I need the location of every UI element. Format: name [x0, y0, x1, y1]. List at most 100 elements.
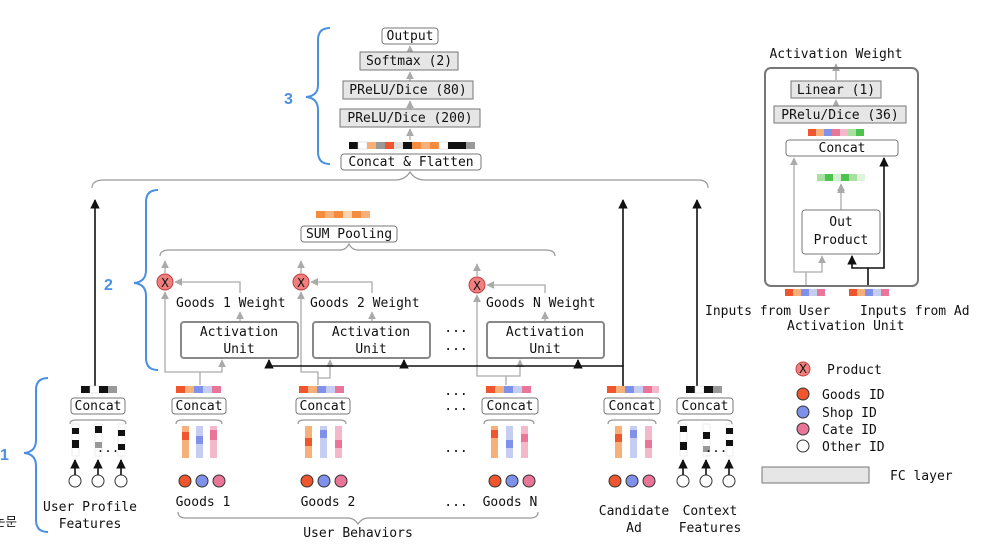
- inputs-ad-strip: [849, 289, 889, 296]
- activation-unit-n-label-a: Activation: [506, 325, 584, 340]
- sum-pooling-box: [300, 225, 398, 243]
- activation-unit-n: [486, 321, 605, 359]
- legend-goods-id-label: Goods ID: [822, 388, 885, 403]
- brace-1: [23, 377, 49, 533]
- goods-1-embeddings: [182, 426, 217, 458]
- context-id-3: [722, 474, 736, 488]
- section-2-middle: 2 SUM Pooling X X X Goods 1 Weight Goods…: [90, 189, 702, 386]
- brace-3: [305, 27, 331, 165]
- context-id-1: [676, 474, 690, 488]
- legend-shop-id-label: Shop ID: [822, 406, 877, 421]
- cutoff-text: 논문: [0, 514, 17, 529]
- goods-1-label: Goods 1: [176, 495, 231, 510]
- goods-1-shop-id: [195, 474, 209, 488]
- user-profile-strip: [81, 385, 117, 394]
- activation-unit-detail: Activation Weight Linear (1) PRelu/Dice …: [705, 47, 970, 334]
- candidate-ad-label-1: Candidate: [599, 504, 670, 519]
- activation-unit-n-label-b: Unit: [529, 342, 560, 357]
- activation-concat-box: [785, 139, 899, 157]
- legend: X Product Goods ID Shop ID Cate ID Other…: [761, 361, 953, 484]
- goods-1-concat-box: [171, 397, 227, 415]
- user-behaviors-label: User Behaviors: [303, 526, 413, 541]
- goods-2-concat-box: [295, 397, 351, 415]
- bottom-ellipsis-2: ...: [444, 399, 467, 414]
- goods-n-concat-strip: [486, 386, 531, 393]
- candidate-ad-embeddings: [615, 426, 652, 458]
- prelu-36-layer: [773, 105, 907, 124]
- goods-2-concat-strip: [299, 386, 344, 393]
- user-profile-label-2: Features: [59, 517, 122, 532]
- activation-concat-strip: [808, 129, 864, 136]
- product-icon-n: [468, 276, 486, 294]
- user-profile-label-1: User Profile: [43, 500, 137, 515]
- section-number-2: 2: [104, 277, 113, 294]
- user-profile-concat-label: Concat: [75, 399, 122, 414]
- user-profile-id-2: [91, 474, 105, 488]
- sum-pooling-output-strip: [316, 211, 370, 218]
- bottom-ellipsis-4: ...: [444, 495, 467, 510]
- legend-goods-id-icon: [796, 387, 810, 401]
- context-concat-box: [676, 397, 734, 415]
- prelu-80-label: PReLU/Dice (80): [349, 83, 466, 98]
- user-behaviors-brace: [177, 511, 539, 526]
- inputs-from-ad-label: Inputs from Ad: [860, 304, 970, 319]
- softmax-layer: [359, 51, 459, 71]
- bottom-ellipsis-1: ...: [444, 384, 467, 399]
- context-concat-strip: [686, 385, 722, 394]
- goods-n-label: Goods N: [483, 495, 538, 510]
- activation-unit-caption: Activation Unit: [787, 319, 904, 334]
- goods-n-weight-label: Goods N Weight: [486, 296, 596, 311]
- context-concat-label: Concat: [682, 399, 729, 414]
- goods-2-concat-label: Concat: [300, 399, 347, 414]
- goods-2-weight-label: Goods 2 Weight: [310, 296, 420, 311]
- user-profile-id-3: [114, 474, 128, 488]
- context-label-2: Features: [679, 521, 742, 536]
- prelu-200-layer: [339, 108, 481, 128]
- linear-1-layer: [790, 80, 882, 99]
- legend-product-icon: [795, 361, 811, 377]
- linear-1-label: Linear (1): [797, 83, 875, 98]
- out-product-box: [801, 209, 881, 255]
- user-profile-embeddings: [71, 423, 126, 457]
- sum-pooling-label: SUM Pooling: [306, 227, 392, 242]
- legend-product-label: Product: [827, 363, 882, 378]
- product-icon-1: [156, 273, 174, 291]
- legend-cate-id-icon: [796, 422, 810, 436]
- legend-product-symbol: X: [799, 361, 807, 376]
- context-label-1: Context: [683, 504, 738, 519]
- activation-unit-2-label-a: Activation: [332, 325, 410, 340]
- goods-2-cate-id: [334, 474, 348, 488]
- candidate-ad-concat-label: Concat: [609, 399, 656, 414]
- candidate-ad-concat-strip: [607, 386, 659, 393]
- legend-other-id-label: Other ID: [822, 440, 885, 455]
- product-symbol-2: X: [297, 275, 305, 290]
- sum-pooling-brace: [159, 242, 556, 257]
- activation-unit-1: [180, 321, 299, 359]
- goods-n-shop-id: [505, 474, 519, 488]
- goods-n-concat-box: [481, 397, 539, 415]
- product-symbol-1: X: [161, 275, 169, 290]
- bottom-ellipsis-3: ...: [444, 441, 467, 456]
- activation-weight-title: Activation Weight: [769, 47, 902, 62]
- out-product-label-b: Product: [814, 233, 869, 248]
- activation-unit-1-label-a: Activation: [200, 325, 278, 340]
- goods-1-concat-strip: [176, 386, 221, 393]
- candidate-ad-shop-id: [625, 474, 639, 488]
- user-profile-concat-box: [70, 397, 126, 415]
- section-number-1: 1: [0, 447, 9, 464]
- goods-n-cate-id: [522, 474, 536, 488]
- section-number-3: 3: [284, 91, 293, 108]
- goods-2-embeddings: [305, 426, 342, 458]
- middle-ellipsis-1: ...: [444, 321, 467, 336]
- activation-unit-frame: [764, 67, 919, 287]
- softmax-label: Softmax (2): [366, 54, 452, 69]
- legend-other-id-icon: [796, 439, 810, 453]
- activation-unit-2-label-b: Unit: [355, 342, 386, 357]
- goods-1-goods-id: [178, 474, 192, 488]
- prelu-200-label: PReLU/Dice (200): [347, 111, 472, 126]
- concat-flatten-box: [340, 153, 482, 171]
- activation-concat-label: Concat: [819, 141, 866, 156]
- prelu-36-label: PRelu/Dice (36): [781, 108, 898, 123]
- flattened-feature-strip: [349, 141, 475, 150]
